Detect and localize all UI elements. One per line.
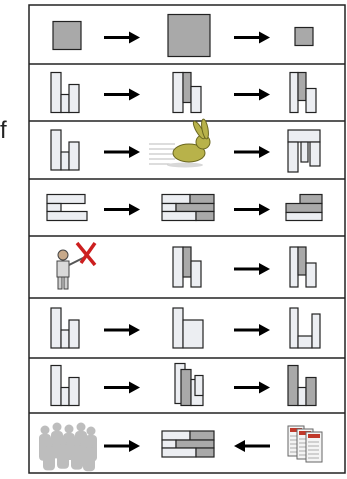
- bars-box: [172, 307, 204, 349]
- arrow-right-icon: [104, 88, 140, 101]
- arrow-right-icon: [234, 263, 270, 275]
- row-2: [50, 71, 317, 114]
- stack-light: [46, 193, 88, 222]
- stack-dark: [285, 193, 323, 222]
- arrow-right-icon: [234, 146, 270, 158]
- row-7: [50, 362, 317, 407]
- stack-mixed: [161, 430, 215, 458]
- bars-light: [50, 129, 80, 171]
- stack-mixed: [161, 193, 215, 222]
- row-5: [56, 241, 317, 290]
- bars-light: [50, 364, 80, 407]
- arrow-right-icon: [234, 381, 270, 394]
- row-4: [46, 193, 323, 222]
- crowd-icon: [39, 422, 97, 472]
- documents-icon: [287, 425, 323, 463]
- arrow-left-icon: [234, 440, 270, 452]
- arrow-right-icon: [104, 324, 140, 336]
- row-6: [50, 307, 321, 349]
- gray-square-medium: [52, 20, 82, 51]
- arrow-right-icon: [234, 88, 270, 101]
- bars-overlap: [174, 362, 204, 407]
- row-3: [50, 118, 321, 173]
- person-cross-icon: [56, 241, 97, 290]
- bars-inverted: [287, 129, 321, 173]
- bars-left-shaded: [289, 71, 317, 114]
- bars-left-shaded: [289, 246, 317, 288]
- bars-mid-shaded: [172, 71, 202, 114]
- rabbit-icon: [149, 118, 211, 168]
- gray-square-small: [294, 26, 314, 47]
- bars-dark: [287, 364, 317, 407]
- arrow-right-icon: [104, 31, 140, 44]
- row-1: [52, 13, 314, 58]
- arrow-right-icon: [104, 203, 140, 216]
- gray-square-large: [167, 13, 211, 58]
- arrow-right-icon: [104, 440, 140, 452]
- bars-light: [50, 71, 80, 114]
- side-text: f: [0, 117, 7, 144]
- frame-border: [28, 4, 346, 474]
- row-8: [39, 422, 323, 472]
- bars-light: [50, 307, 80, 349]
- arrow-right-icon: [104, 381, 140, 394]
- arrow-right-icon: [234, 324, 270, 336]
- bars-mid-shaded: [172, 246, 202, 288]
- arrow-right-icon: [234, 203, 270, 216]
- arrow-right-icon: [104, 146, 140, 158]
- u-shape: [289, 307, 321, 349]
- arrow-right-icon: [234, 31, 270, 44]
